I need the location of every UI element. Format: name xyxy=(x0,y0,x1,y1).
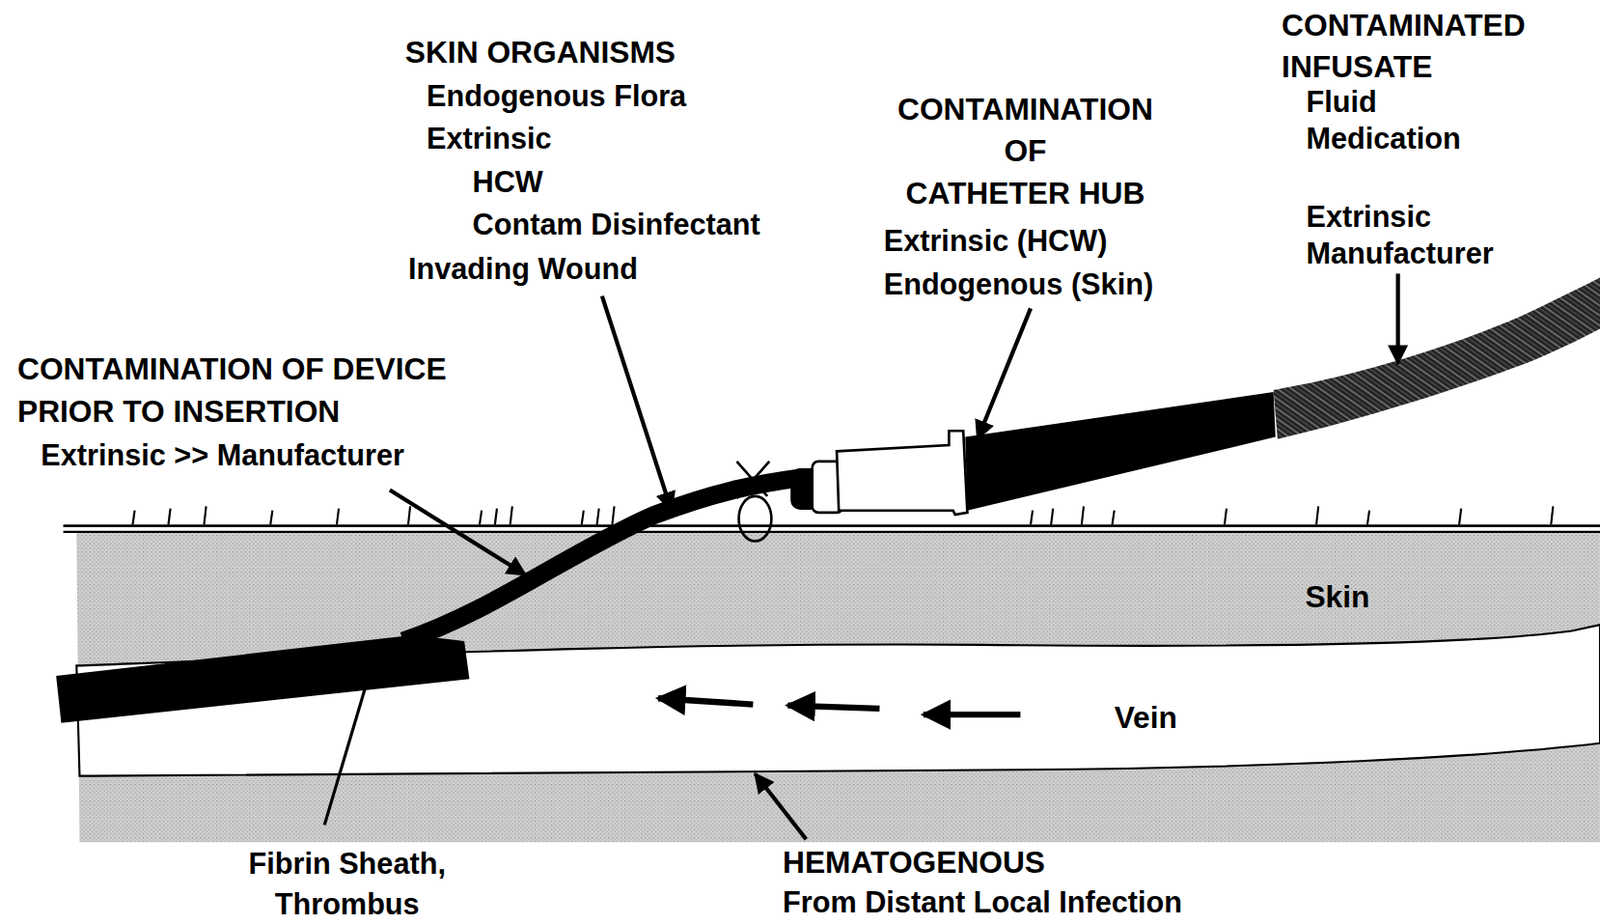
callout-heading: CONTAMINATION OF DEVICEPRIOR TO INSERTIO… xyxy=(17,348,447,434)
callout-heading: HEMATOGENOUS xyxy=(782,840,1046,883)
callout-heading: SKIN ORGANISMS xyxy=(405,30,676,74)
leader-arrow xyxy=(977,307,1031,439)
leader-arrow xyxy=(1396,273,1401,363)
callout-text: Invading Wound xyxy=(408,248,638,289)
tissue-region: Skin xyxy=(1300,573,1374,620)
callout-text: Manufacturer xyxy=(1305,232,1493,274)
callout-heading: CONTAMINATIONOFCATHETER HUB xyxy=(897,87,1154,215)
vessel-region: Vein xyxy=(1109,693,1182,741)
callout-text: Extrinsic xyxy=(1305,195,1432,237)
flow-arrow xyxy=(787,705,880,709)
callout-text: Endogenous Flora xyxy=(426,75,687,116)
region-label: Vein xyxy=(1114,695,1178,739)
callout-text: Contam Disinfectant xyxy=(472,203,761,245)
leader-arrow xyxy=(389,490,526,576)
leader-arrow xyxy=(754,773,806,840)
callout-text: Fluid xyxy=(1305,82,1377,123)
iv-tubing xyxy=(1273,277,1600,440)
callout-text: HCW xyxy=(472,161,544,202)
leader-line xyxy=(324,673,370,825)
callout-text: Medication xyxy=(1305,118,1461,160)
leader-arrow xyxy=(602,296,672,511)
callout-text: Extrinsic (HCW) xyxy=(883,220,1108,261)
suture xyxy=(736,461,772,541)
callout-text: Endogenous (Skin) xyxy=(883,263,1154,304)
catheter xyxy=(403,477,801,641)
callout-heading: CONTAMINATEDINFUSATE xyxy=(1281,3,1526,89)
flow-arrow xyxy=(658,697,753,704)
callout-text: Fibrin Sheath,Thrombus xyxy=(248,842,445,924)
catheter-hub xyxy=(792,430,968,515)
flow-arrow xyxy=(923,711,1021,718)
callout-text: From Distant Local Infection xyxy=(782,882,1183,923)
region-label: Skin xyxy=(1304,575,1370,618)
connector-tube xyxy=(965,391,1275,511)
callout-text: Extrinsic >> Manufacturer xyxy=(40,434,405,475)
callout-text: Extrinsic xyxy=(426,118,552,160)
